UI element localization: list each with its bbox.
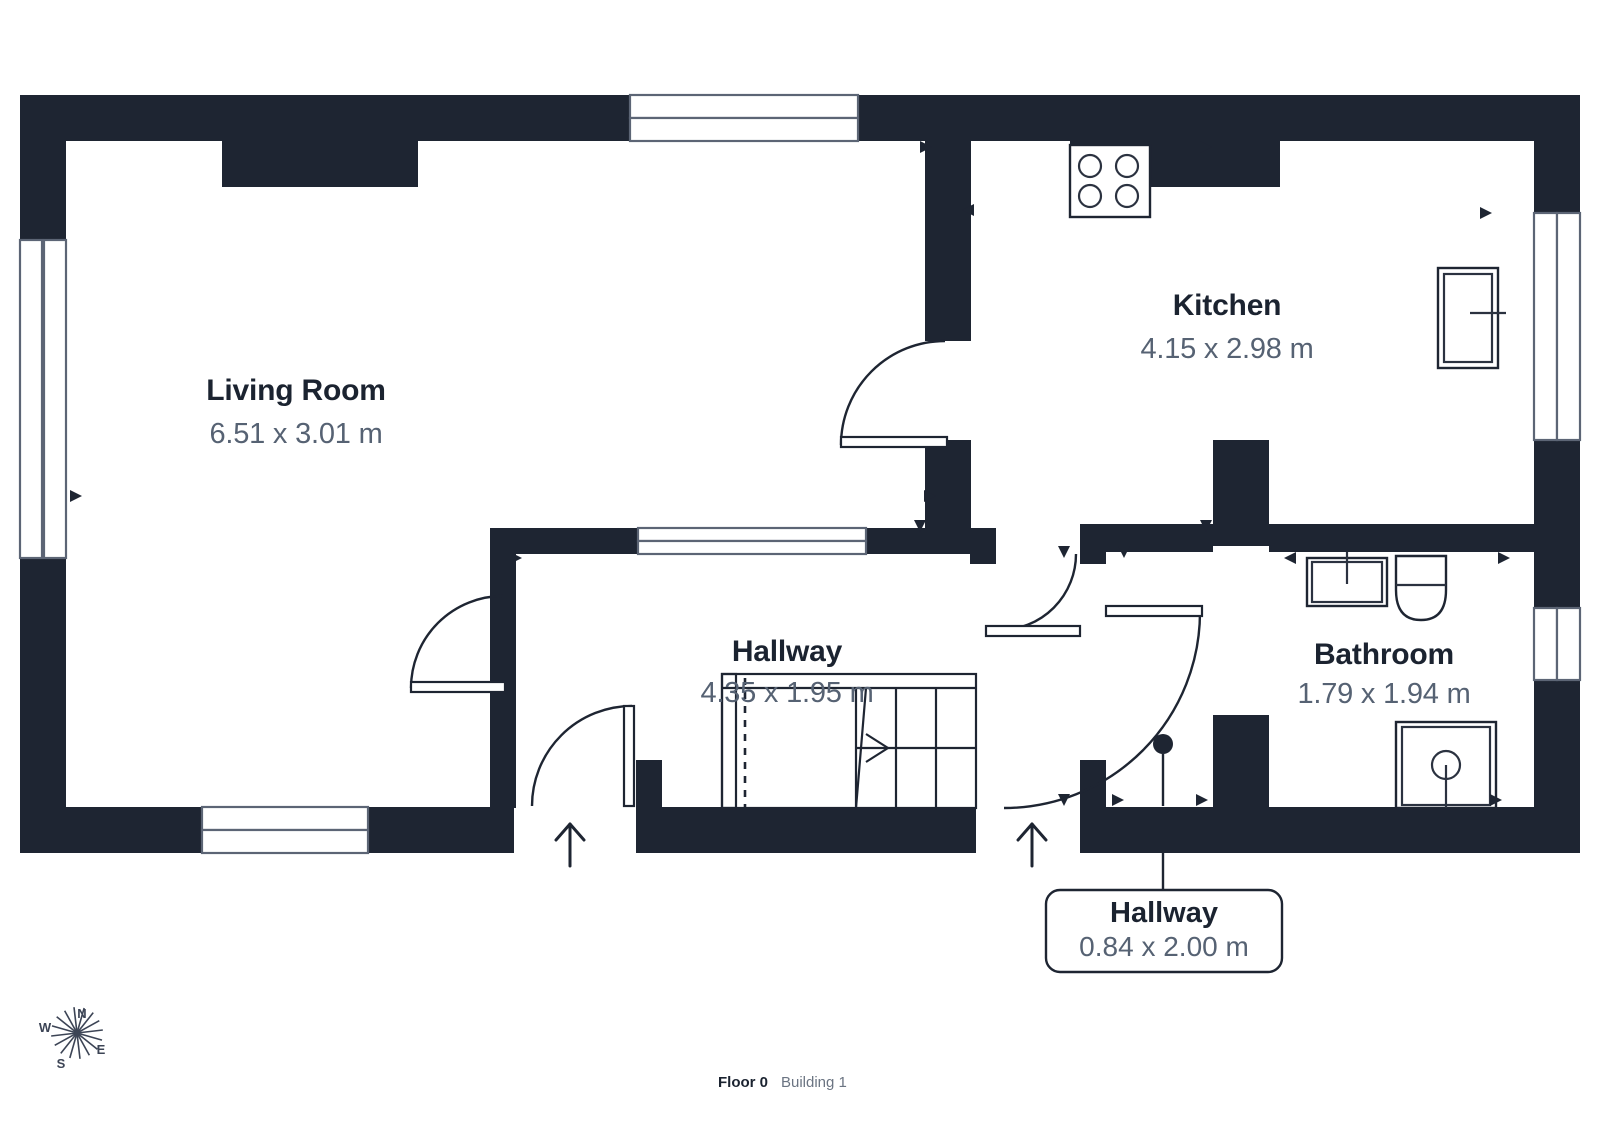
- opening-marker-4: [1480, 207, 1492, 219]
- window-living-north: [628, 93, 860, 143]
- wall-hall-bottom-nib: [636, 760, 662, 810]
- compass-east-label: E: [97, 1042, 106, 1057]
- opening-marker-17: [1490, 794, 1502, 806]
- opening-marker-12: [1284, 552, 1296, 564]
- callout-dimensions: 0.84 x 2.00 m: [1079, 931, 1249, 962]
- opening-marker-3: [1200, 141, 1212, 153]
- opening-marker-15: [1112, 794, 1124, 806]
- ceiling-point-marker: [1153, 734, 1173, 806]
- window-hallway-north: [636, 526, 868, 556]
- room-label-hallway: Hallway 4.35 x 1.95 m: [700, 635, 873, 709]
- wall-smallhall-left-lower: [1080, 760, 1106, 810]
- wall-center-vert-upper: [925, 141, 971, 341]
- callout-name: Hallway: [1110, 897, 1218, 929]
- window-kitchen-east: [1532, 211, 1582, 442]
- wall-bottom-left: [20, 807, 202, 853]
- kitchen-name: Kitchen: [1173, 289, 1282, 322]
- wall-hall-right-nib: [970, 528, 996, 564]
- opening-markers-group: [70, 141, 1510, 806]
- opening-marker-5: [70, 490, 82, 502]
- bathroom-dimensions: 1.79 x 1.94 m: [1297, 678, 1470, 710]
- bathroom-name: Bathroom: [1314, 638, 1454, 671]
- footer: Floor 0 Building 1: [718, 1074, 847, 1091]
- room-label-living-room: Living Room 6.51 x 3.01 m: [206, 374, 386, 450]
- wall-smallhall-left-upper: [1080, 524, 1106, 564]
- wall-top-left: [20, 95, 630, 141]
- wall-center-vert-lower: [925, 440, 971, 540]
- compass-south-label: S: [57, 1056, 66, 1071]
- opening-marker-7: [914, 520, 926, 532]
- shower-fixture: [1394, 720, 1498, 810]
- wall-hall-bottom: [636, 807, 976, 853]
- wall-bath-vert-lower: [1213, 715, 1269, 809]
- opening-marker-16: [1196, 794, 1208, 806]
- entrance-arrows: [554, 822, 1048, 868]
- wall-bottom-right: [1080, 807, 1580, 853]
- opening-marker-2: [962, 204, 974, 216]
- wall-hall-left: [490, 528, 516, 808]
- wall-bottom-left2: [368, 807, 514, 853]
- door-living-hall: [409, 594, 507, 694]
- opening-marker-8: [510, 552, 522, 564]
- kitchen-sink-fixture: [1436, 266, 1506, 370]
- windows-group: [18, 93, 1582, 855]
- footer-floor: Floor 0: [718, 1074, 768, 1091]
- door-smallhall: [1003, 604, 1204, 810]
- stove-fixture: [1068, 143, 1152, 219]
- washbasin-fixture: [1305, 552, 1389, 608]
- wall-top-mid: [858, 95, 970, 141]
- entrance-arrow-left: [554, 822, 586, 868]
- window-bathroom-east: [1532, 606, 1582, 682]
- wall-living-top-step: [222, 141, 418, 187]
- wall-left-lower: [20, 558, 66, 853]
- entrance-arrow-right: [1016, 822, 1048, 868]
- compass-north-label: N: [77, 1006, 86, 1021]
- living-room-name: Living Room: [206, 374, 385, 407]
- wall-right-upper: [1534, 95, 1580, 213]
- opening-marker-10: [1118, 546, 1130, 558]
- callout-hallway-small: Hallway 0.84 x 2.00 m: [1044, 853, 1284, 974]
- living-room-dimensions: 6.51 x 3.01 m: [209, 418, 382, 450]
- door-hallway-east: [984, 553, 1082, 638]
- toilet-fixture: [1394, 554, 1448, 622]
- wall-top-right: [970, 95, 1580, 141]
- opening-marker-14: [1058, 794, 1070, 806]
- callout-box: [1044, 888, 1284, 974]
- room-label-bathroom: Bathroom 1.79 x 1.94 m: [1297, 638, 1470, 710]
- opening-marker-6: [924, 490, 936, 502]
- room-label-kitchen: Kitchen 4.15 x 2.98 m: [1140, 289, 1313, 365]
- hallway-dimensions: 4.35 x 1.95 m: [700, 677, 873, 709]
- opening-marker-11: [1200, 520, 1212, 532]
- opening-marker-1: [920, 141, 932, 153]
- door-kitchen: [839, 339, 949, 449]
- compass-rose: N W E S: [39, 1006, 106, 1071]
- doors-group: [409, 339, 1204, 810]
- footer-building: Building 1: [781, 1074, 847, 1091]
- window-living-south: [200, 805, 370, 855]
- opening-marker-13: [1498, 552, 1510, 564]
- window-living-west: [18, 238, 68, 560]
- door-living-south: [530, 704, 636, 808]
- wall-kitchen-top-nib-right: [1218, 141, 1280, 187]
- hallway-name: Hallway: [732, 635, 843, 668]
- opening-marker-9: [1058, 546, 1070, 558]
- fixtures-group: [1068, 143, 1506, 810]
- wall-bath-top-right: [1269, 524, 1580, 552]
- kitchen-dimensions: 4.15 x 2.98 m: [1140, 333, 1313, 365]
- staircase: [720, 672, 978, 810]
- wall-bath-vert-upper: [1213, 440, 1269, 546]
- compass-west-label: W: [39, 1020, 52, 1035]
- room-labels-group: Living Room 6.51 x 3.01 m Kitchen 4.15 x…: [206, 289, 1470, 710]
